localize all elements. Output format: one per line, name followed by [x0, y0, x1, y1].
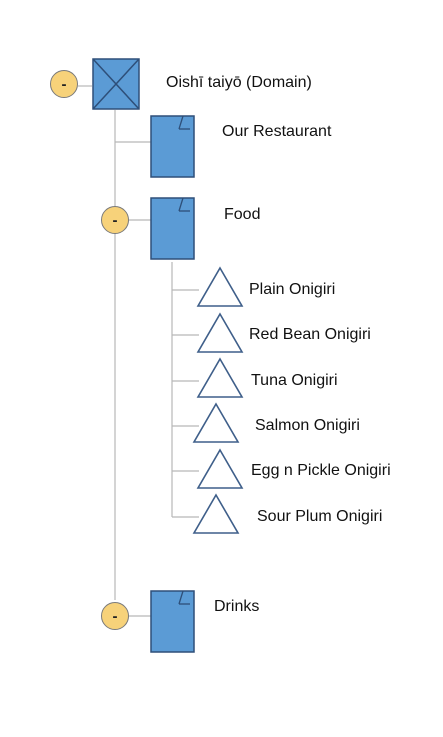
child-label-plain-onigiri[interactable]: Plain Onigiri — [249, 281, 336, 298]
child-label-sour-plum-onigiri[interactable]: Sour Plum Onigiri — [257, 508, 383, 525]
triangle-icon — [196, 266, 244, 307]
child-label-tuna-onigiri[interactable]: Tuna Onigiri — [251, 372, 338, 389]
domain-icon — [92, 58, 140, 110]
child-label-egg-n-pickle-onigiri[interactable]: Egg n Pickle Onigiri — [251, 462, 391, 479]
document-icon — [150, 197, 195, 260]
triangle-icon — [196, 312, 244, 353]
node-label-drinks[interactable]: Drinks — [214, 598, 260, 615]
collapse-toggle-root[interactable]: - — [50, 70, 78, 98]
child-label-salmon-onigiri[interactable]: Salmon Onigiri — [255, 417, 360, 434]
triangle-icon — [196, 448, 244, 489]
node-label-our-restaurant[interactable]: Our Restaurant — [222, 123, 332, 140]
root-label[interactable]: Oishī taiyō (Domain) — [166, 74, 312, 91]
node-label-food[interactable]: Food — [224, 206, 261, 223]
child-label-red-bean-onigiri[interactable]: Red Bean Onigiri — [249, 326, 371, 343]
document-icon — [150, 115, 195, 178]
collapse-toggle-food[interactable]: - — [101, 206, 129, 234]
document-icon — [150, 590, 195, 653]
triangle-icon — [196, 357, 244, 398]
triangle-icon — [192, 402, 240, 443]
collapse-toggle-drinks[interactable]: - — [101, 602, 129, 630]
triangle-icon — [192, 493, 240, 534]
